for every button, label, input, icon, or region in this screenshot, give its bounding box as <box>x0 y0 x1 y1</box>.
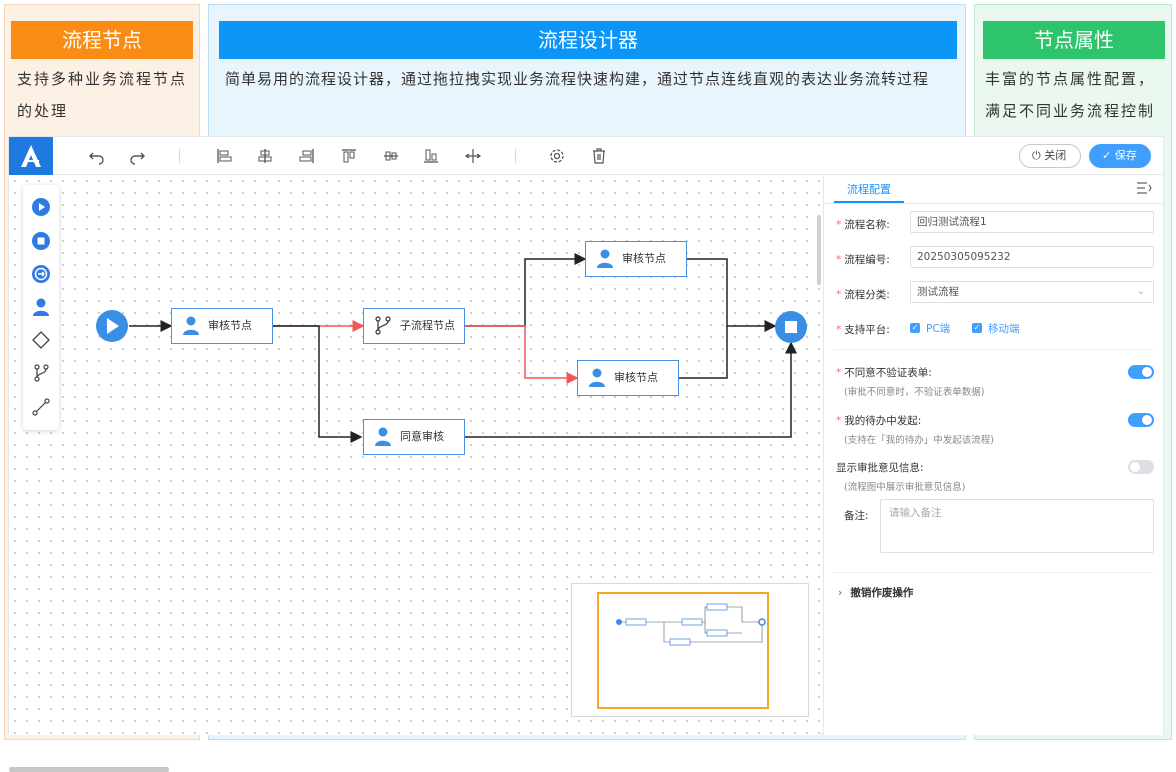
remark-label: 备注: <box>844 510 869 522</box>
show-opinion-label: 显示审批意见信息: <box>836 462 924 474</box>
node-palette <box>23 185 59 430</box>
distribute-icon[interactable] <box>463 146 483 166</box>
flow-name-input[interactable]: 回归测试流程1 <box>910 211 1154 233</box>
todo-launch-hint: (支持在「我的待办」中发起该流程) <box>844 435 994 446</box>
edge-subflow-top[interactable] <box>465 253 587 327</box>
gateway-diamond-icon[interactable] <box>31 330 51 350</box>
branch-icon[interactable] <box>31 363 51 383</box>
gear-icon[interactable] <box>547 146 567 166</box>
flow-code-label: *流程编号: <box>836 254 890 266</box>
section-divider <box>834 572 1154 573</box>
tab-flow-config[interactable]: 流程配置 <box>834 177 904 203</box>
section-divider <box>834 349 1154 350</box>
user-icon <box>597 249 613 268</box>
tab-underline <box>824 203 1163 204</box>
chevron-right-icon: › <box>838 587 843 599</box>
subflow-node-label: 子流程节点 <box>400 319 455 332</box>
no-validate-toggle[interactable] <box>1128 365 1154 379</box>
power-icon: ⏻ <box>1032 149 1045 162</box>
connector-line-icon[interactable] <box>31 397 51 417</box>
edge-agree-end[interactable] <box>465 341 797 438</box>
user-task-icon[interactable] <box>31 297 51 317</box>
properties-panel: 流程配置 *流程名称: 回归测试流程1 *流程编号: 2025030509523… <box>823 175 1163 735</box>
show-opinion-toggle[interactable] <box>1128 460 1154 474</box>
flow-category-label: *流程分类: <box>836 289 890 301</box>
close-button[interactable]: ⏻ 关闭 <box>1019 144 1081 168</box>
app-logo <box>9 137 53 175</box>
check-icon: ✓ <box>1102 149 1115 162</box>
start-node[interactable] <box>96 310 128 342</box>
start-node-icon[interactable] <box>31 197 51 217</box>
save-button-label: 保存 <box>1114 149 1137 162</box>
save-button[interactable]: ✓ 保存 <box>1089 144 1151 168</box>
feature-desc-nodes: 支持多种业务流程节点的处理 <box>17 70 188 120</box>
end-node-icon[interactable] <box>31 231 51 251</box>
align-left-icon[interactable] <box>214 146 234 166</box>
audit-node-label: 审核节点 <box>622 252 666 265</box>
align-top-icon[interactable] <box>339 146 359 166</box>
feature-title-designer: 流程设计器 <box>219 21 957 59</box>
platform-label: *支持平台: <box>836 324 890 336</box>
mobile-checkbox[interactable]: ✓ <box>972 323 982 333</box>
no-validate-hint: (审批不同意时，不验证表单数据) <box>844 387 985 398</box>
flow-category-value: 测试流程 <box>917 286 959 298</box>
edge-top-end[interactable] <box>687 258 777 332</box>
toolbar: ⏻ 关闭 ✓ 保存 <box>9 137 1163 175</box>
show-opinion-hint: (流程图中展示审批意见信息) <box>844 482 966 493</box>
flow-category-select[interactable]: 测试流程 ⌄ <box>910 281 1154 303</box>
redo-icon[interactable] <box>127 146 147 166</box>
audit-node-label: 审核节点 <box>614 371 658 384</box>
minimap-viewport[interactable] <box>597 592 769 709</box>
audit-node[interactable]: 审核节点 <box>577 360 679 396</box>
branch-icon <box>375 316 391 335</box>
close-button-label: 关闭 <box>1044 149 1067 162</box>
toolbar-divider <box>515 149 516 163</box>
edge-bottom-end[interactable] <box>679 326 728 379</box>
user-icon <box>589 368 605 387</box>
collapse-menu-icon[interactable] <box>1136 181 1152 195</box>
todo-launch-label: *我的待办中发起: <box>836 415 922 427</box>
todo-launch-toggle[interactable] <box>1128 413 1154 427</box>
user-icon <box>375 427 391 446</box>
pc-checkbox-label[interactable]: PC端 <box>926 323 951 335</box>
edge-subflow-bottom[interactable] <box>465 325 579 384</box>
vertical-scrollbar[interactable] <box>817 215 821 285</box>
pc-checkbox[interactable]: ✓ <box>910 323 920 333</box>
flow-name-label: *流程名称: <box>836 219 890 231</box>
horizontal-scrollbar[interactable] <box>9 767 169 772</box>
edge-audit-agree[interactable] <box>273 325 363 443</box>
align-center-icon[interactable] <box>255 146 275 166</box>
undo-icon[interactable] <box>87 146 107 166</box>
minimap-preview <box>616 603 766 646</box>
feature-desc-properties: 丰富的节点属性配置，满足不同业务流程控制 <box>985 70 1156 120</box>
flow-canvas[interactable]: 审核节点 子流程节点 审核节点 审核节点 同意审核 <box>9 175 821 772</box>
end-node[interactable] <box>775 311 807 343</box>
agree-audit-node[interactable]: 同意审核 <box>363 419 465 455</box>
align-middle-icon[interactable] <box>381 146 401 166</box>
minimap[interactable] <box>571 583 809 717</box>
user-icon <box>183 316 199 335</box>
trash-icon[interactable] <box>589 146 609 166</box>
toolbar-divider <box>179 149 180 163</box>
flow-designer-app: ⏻ 关闭 ✓ 保存 <box>8 136 1164 772</box>
flow-connections <box>96 253 807 443</box>
feature-desc-designer: 简单易用的流程设计器，通过拖拉拽实现业务流程快速构建，通过节点连线直观的表达业务… <box>225 70 930 88</box>
subflow-node[interactable]: 子流程节点 <box>363 308 465 344</box>
no-validate-label: *不同意不验证表单: <box>836 367 932 379</box>
revoke-section-header[interactable]: ›撤销作废操作 <box>838 587 914 599</box>
remark-textarea[interactable]: 请输入备注 <box>880 499 1154 553</box>
flow-code-input[interactable]: 20250305095232 <box>910 246 1154 268</box>
align-right-icon[interactable] <box>297 146 317 166</box>
feature-title-nodes: 流程节点 <box>11 21 193 59</box>
feature-title-properties: 节点属性 <box>983 21 1165 59</box>
align-bottom-icon[interactable] <box>421 146 441 166</box>
audit-node[interactable]: 审核节点 <box>585 241 687 277</box>
transfer-node-icon[interactable] <box>31 264 51 284</box>
chevron-down-icon: ⌄ <box>1136 286 1145 297</box>
audit-node[interactable]: 审核节点 <box>171 308 273 344</box>
audit-node-label: 审核节点 <box>208 319 252 332</box>
agree-audit-node-label: 同意审核 <box>400 430 444 443</box>
mobile-checkbox-label[interactable]: 移动端 <box>988 323 1020 335</box>
